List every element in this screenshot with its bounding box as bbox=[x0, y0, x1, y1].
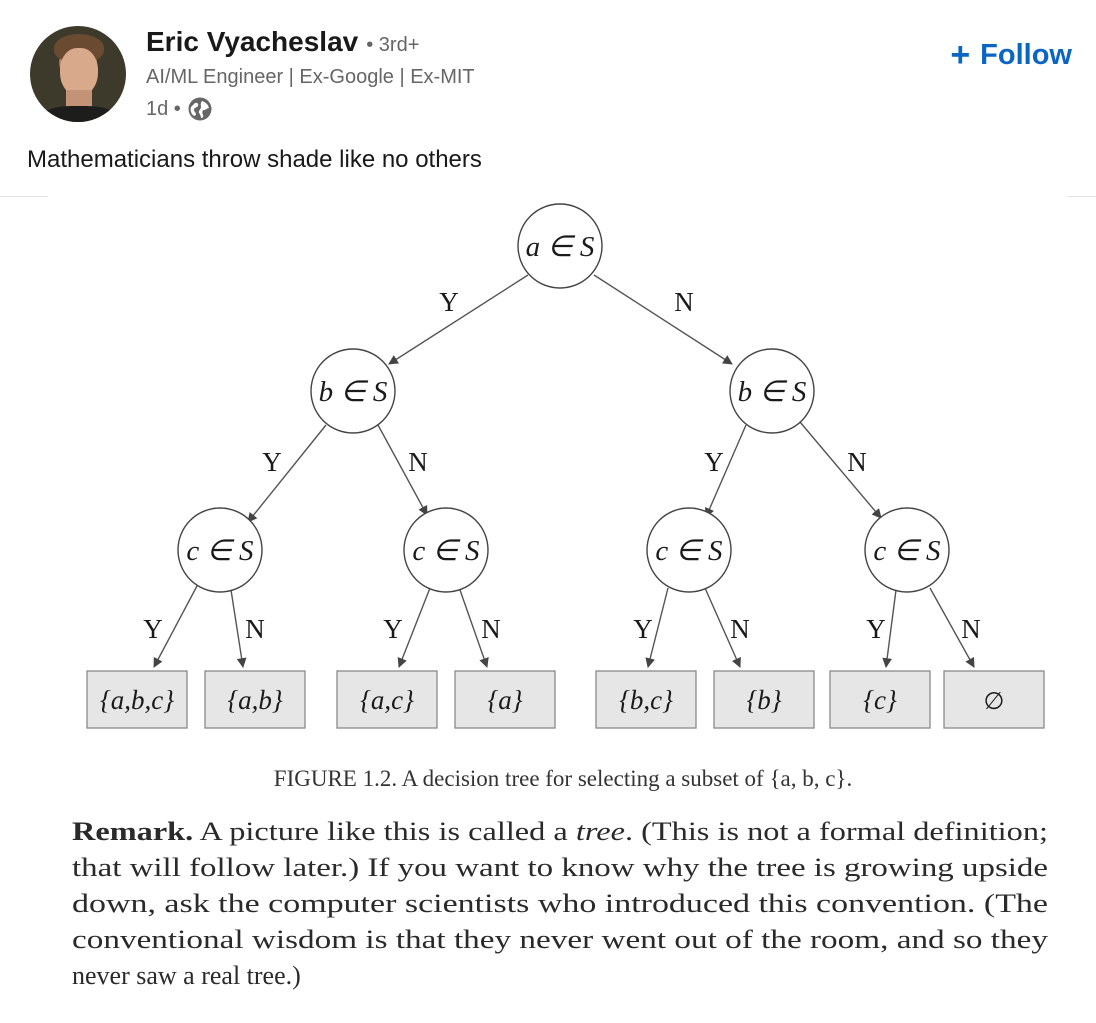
leaf-box-6 bbox=[713, 670, 815, 729]
avatar-shirt bbox=[40, 106, 118, 122]
edge-bl-n bbox=[377, 424, 428, 516]
follow-label: Follow bbox=[980, 38, 1072, 71]
node-root: a ∈ S bbox=[526, 231, 595, 263]
label-c3-y: Y bbox=[633, 614, 653, 644]
node-c3: c ∈ S bbox=[655, 535, 723, 567]
globe-icon bbox=[188, 97, 212, 121]
leaf-labels: {a,b,c} {a,b} {a,c} {a} {b,c} {b} {c} ∅ bbox=[100, 685, 1005, 715]
label-c4-n: N bbox=[961, 614, 981, 644]
node-c3-circle bbox=[646, 507, 732, 593]
author-headline: AI/ML Engineer | Ex-Google | Ex-MIT bbox=[146, 66, 475, 88]
leaf-boxes bbox=[86, 670, 1045, 729]
edge-c3-n bbox=[704, 587, 741, 668]
leaf-1: {a,b,c} bbox=[100, 685, 174, 715]
label-bl-y: Y bbox=[262, 447, 282, 477]
decision-tree-figure: Y N Y N Y N Y N Y N Y N Y N a ∈ S b bbox=[72, 203, 1048, 990]
post-time: 1d • bbox=[146, 97, 181, 120]
node-b-right-circle bbox=[729, 348, 815, 434]
label-root-y: Y bbox=[439, 287, 459, 317]
divider-left bbox=[0, 196, 48, 197]
edge-root-n bbox=[593, 274, 733, 365]
remark-paragraph: Remark. A picture like this is called a … bbox=[72, 817, 1048, 990]
edge-c1-y bbox=[153, 585, 198, 668]
connection-degree: • 3rd+ bbox=[366, 34, 420, 56]
label-c2-n: N bbox=[481, 614, 501, 644]
author-name[interactable]: Eric Vyacheslav bbox=[146, 26, 359, 57]
leaf-box-5 bbox=[595, 670, 697, 729]
edge-root-y bbox=[388, 274, 529, 365]
figure-caption: FIGURE 1.2. A decision tree for selectin… bbox=[274, 766, 852, 791]
leaf-box-1 bbox=[86, 670, 188, 729]
post-header: Eric Vyacheslav • 3rd+ AI/ML Engineer | … bbox=[0, 0, 1096, 140]
leaf-box-2 bbox=[204, 670, 306, 729]
remark-line-5: never saw a real tree.) bbox=[72, 961, 301, 990]
label-c1-n: N bbox=[245, 614, 265, 644]
label-c1-y: Y bbox=[143, 614, 163, 644]
leaf-box-7 bbox=[829, 670, 931, 729]
follow-button[interactable]: + Follow bbox=[950, 38, 1072, 72]
remark-line-2: that will follow later.) If you want to … bbox=[72, 853, 1048, 882]
leaf-box-8 bbox=[943, 670, 1045, 729]
leaf-6: {b} bbox=[746, 685, 781, 715]
decision-node-labels: a ∈ S b ∈ S b ∈ S c ∈ S c ∈ S c ∈ S c ∈ … bbox=[186, 231, 941, 567]
post-text: Mathematicians throw shade like no other… bbox=[27, 146, 482, 173]
label-br-y: Y bbox=[704, 447, 724, 477]
edge-c2-y bbox=[397, 587, 431, 668]
edge-labels: Y N Y N Y N Y N Y N Y N Y N bbox=[143, 287, 981, 644]
leaf-5: {b,c} bbox=[619, 685, 673, 715]
leaf-8: ∅ bbox=[984, 689, 1005, 715]
tree-edges bbox=[153, 274, 975, 668]
leaf-4: {a} bbox=[487, 685, 522, 715]
leaf-box-3 bbox=[336, 670, 438, 729]
label-c3-n: N bbox=[730, 614, 750, 644]
node-c2-circle bbox=[403, 507, 489, 593]
label-root-n: N bbox=[674, 287, 694, 317]
divider-right bbox=[1068, 196, 1096, 197]
node-b-left-circle bbox=[310, 348, 396, 434]
remark-bold: Remark. bbox=[72, 817, 193, 846]
decision-node-circles bbox=[177, 203, 950, 593]
edge-c3-y bbox=[645, 587, 669, 668]
remark-line-4: conventional wisdom is that they never w… bbox=[72, 925, 1048, 954]
node-b-left: b ∈ S bbox=[319, 376, 388, 408]
plus-icon: + bbox=[950, 36, 971, 74]
node-c4: c ∈ S bbox=[873, 535, 941, 567]
edge-bl-y bbox=[247, 424, 327, 523]
author-avatar[interactable] bbox=[30, 26, 126, 122]
leaf-2: {a,b} bbox=[227, 685, 283, 715]
remark-line-1b: . (This is not a formal definition; bbox=[625, 817, 1048, 846]
avatar-face bbox=[60, 48, 98, 96]
edge-c4-y bbox=[882, 589, 897, 668]
post-image[interactable]: Y N Y N Y N Y N Y N Y N Y N a ∈ S b bbox=[0, 196, 1096, 1018]
leaf-box-4 bbox=[454, 670, 556, 729]
node-c1-circle bbox=[177, 507, 263, 593]
edge-c1-n bbox=[230, 589, 247, 668]
node-root-circle bbox=[517, 203, 603, 289]
edge-c2-n bbox=[459, 589, 489, 668]
label-br-n: N bbox=[847, 447, 867, 477]
node-c1: c ∈ S bbox=[186, 535, 254, 567]
leaf-7: {c} bbox=[863, 685, 897, 715]
edge-br-y bbox=[705, 424, 747, 518]
leaf-3: {a,c} bbox=[360, 685, 414, 715]
edge-c4-n bbox=[929, 587, 975, 668]
label-bl-n: N bbox=[408, 447, 428, 477]
label-c4-y: Y bbox=[866, 614, 886, 644]
edge-br-n bbox=[799, 421, 882, 519]
author-name-row: Eric Vyacheslav • 3rd+ bbox=[146, 26, 419, 58]
node-b-right: b ∈ S bbox=[738, 376, 807, 408]
remark-tree-word: tree bbox=[576, 817, 625, 846]
remark-line-1: Remark. A picture like this is called a … bbox=[72, 817, 1048, 846]
node-c2: c ∈ S bbox=[412, 535, 480, 567]
node-c4-circle bbox=[864, 507, 950, 593]
label-c2-y: Y bbox=[383, 614, 403, 644]
remark-line-3: down, ask the computer scientists who in… bbox=[72, 889, 1048, 918]
post-meta: 1d • bbox=[146, 96, 213, 122]
remark-line-1a: A picture like this is called a bbox=[193, 817, 576, 846]
